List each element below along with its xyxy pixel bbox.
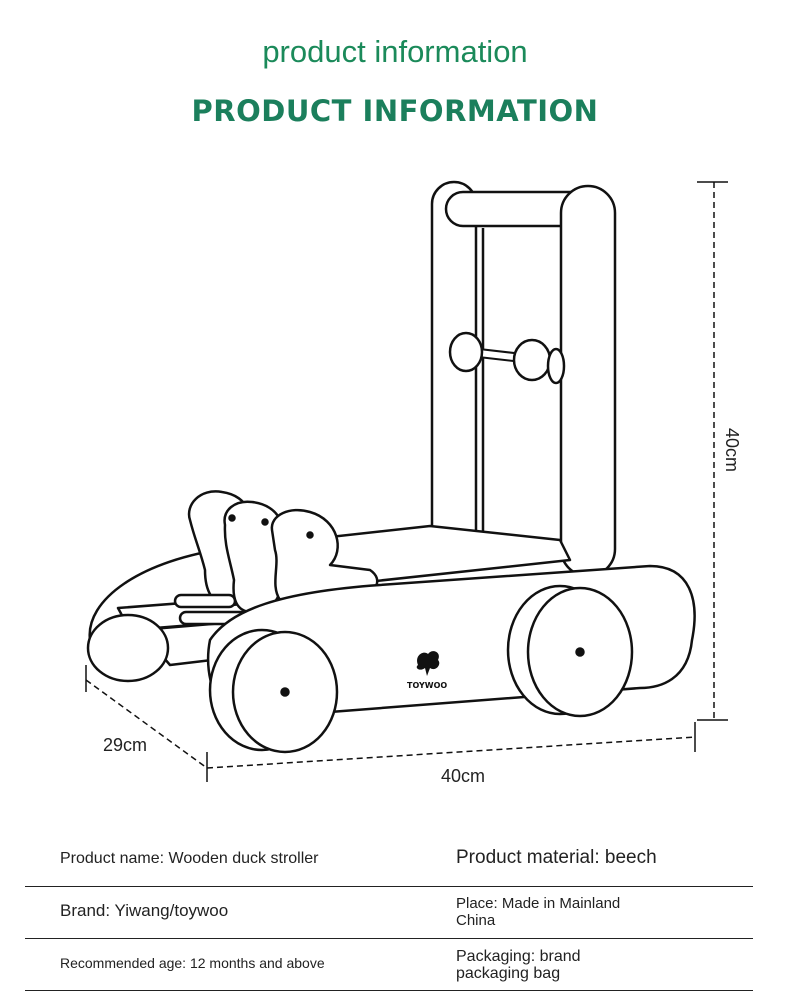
page-title: product information	[262, 34, 528, 69]
spec-place-line2: China	[456, 912, 496, 929]
spec-product-material: Product material: beech	[456, 847, 657, 868]
toywoo-logo: TOYWOO	[407, 651, 447, 690]
width-dimension-label: 40cm	[441, 766, 486, 786]
height-dimension-label: 40cm	[722, 428, 742, 473]
spec-brand: Brand: Yiwang/toywoo	[60, 901, 229, 920]
table-divider	[25, 938, 753, 939]
table-divider	[25, 990, 753, 991]
dimension-lines	[85, 181, 728, 782]
depth-dimension-label: 29cm	[103, 735, 148, 755]
spec-place-line1: Place: Made in Mainland	[456, 895, 621, 912]
spec-recommended-age: Recommended age: 12 months and above	[60, 955, 325, 971]
duck-figures	[187, 490, 379, 614]
wheels	[86, 584, 634, 754]
svg-text:TOYWOO: TOYWOO	[407, 681, 447, 690]
spec-packaging: Packaging: brand packaging bag	[456, 948, 581, 982]
spec-place: Place: Made in Mainland China	[456, 895, 620, 929]
spec-packaging-line2: packaging bag	[456, 965, 561, 982]
spec-packaging-line1: Packaging: brand	[456, 948, 581, 965]
abacus-beads	[448, 331, 566, 385]
table-divider	[25, 886, 753, 887]
page-subtitle: PRODUCT INFORMATION	[191, 94, 599, 128]
spec-product-name: Product name: Wooden duck stroller	[60, 850, 319, 867]
